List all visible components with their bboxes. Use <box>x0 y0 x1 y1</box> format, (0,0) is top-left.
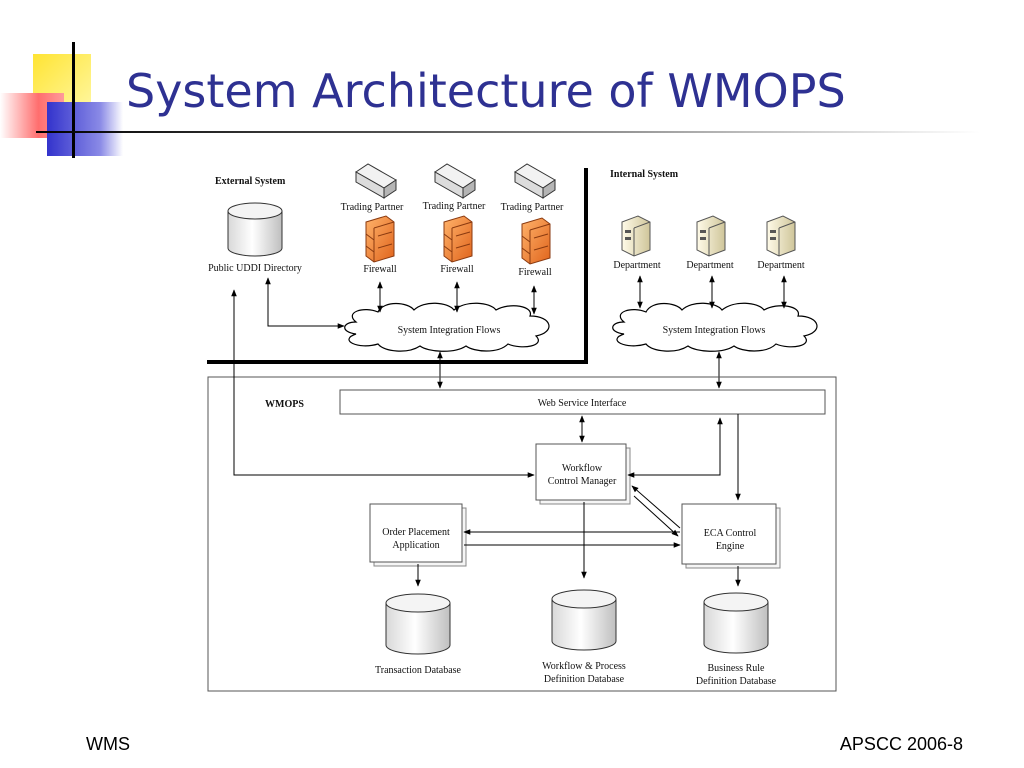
web-service-interface-label: Web Service Interface <box>538 398 627 409</box>
workflow-manager-line1: Workflow <box>562 463 603 474</box>
public-uddi-label: Public UDDI Directory <box>208 263 302 274</box>
firewall-3-icon <box>521 217 551 265</box>
eca-control-engine-box <box>681 503 781 569</box>
department-1-server-icon <box>621 215 651 257</box>
title-underline <box>36 131 980 133</box>
eca-line2: Engine <box>716 541 745 552</box>
business-db-line1: Business Rule <box>708 663 766 674</box>
internal-system-label: Internal System <box>610 169 679 180</box>
department-2-server-icon <box>696 215 726 257</box>
department-3-label: Department <box>757 260 804 271</box>
public-uddi-directory-icon <box>227 202 283 257</box>
firewall-2-icon <box>443 215 473 263</box>
trading-partner-1-label: Trading Partner <box>341 202 404 213</box>
business-db-line2: Definition Database <box>696 676 777 687</box>
decor-vertical-line <box>72 42 75 158</box>
firewall-1-icon <box>365 215 395 263</box>
internal-flows-label: System Integration Flows <box>663 325 766 336</box>
trading-partner-2-label: Trading Partner <box>423 201 486 212</box>
trading-partner-2-icon <box>434 163 476 199</box>
order-placement-application-box <box>369 503 467 567</box>
decor-blue-square <box>47 102 123 156</box>
firewall-2-label: Firewall <box>440 264 474 275</box>
department-3-server-icon <box>766 215 796 257</box>
workflow-db-line1: Workflow & Process <box>542 661 626 672</box>
workflow-db-line2: Definition Database <box>544 674 625 685</box>
department-1-label: Department <box>613 260 660 271</box>
footer-right: APSCC 2006-8 <box>839 734 963 754</box>
business-rule-database-icon <box>703 592 769 654</box>
transaction-db-label: Transaction Database <box>375 665 462 676</box>
wmops-label: WMOPS <box>265 399 304 410</box>
eca-line1: ECA Control <box>704 528 757 539</box>
internal-integration-flows-cloud <box>612 302 818 352</box>
order-app-line1: Order Placement <box>382 527 450 538</box>
workflow-manager-line2: Control Manager <box>548 476 617 487</box>
wmops-arrows <box>231 289 741 587</box>
external-flows-label: System Integration Flows <box>398 325 501 336</box>
firewall-3-label: Firewall <box>518 267 552 278</box>
workflow-process-database-icon <box>551 589 617 651</box>
workflow-control-manager-box <box>535 443 631 505</box>
firewall-1-label: Firewall <box>363 264 397 275</box>
transaction-database-icon <box>385 593 451 655</box>
order-app-line2: Application <box>392 540 439 551</box>
department-2-label: Department <box>686 260 733 271</box>
slide-title: System Architecture of WMOPS <box>126 64 846 118</box>
footer-left: WMS <box>86 734 130 754</box>
trading-partner-3-icon <box>514 163 556 199</box>
external-system-label: External System <box>215 176 286 187</box>
trading-partner-1-icon <box>355 163 397 199</box>
trading-partner-3-label: Trading Partner <box>501 202 564 213</box>
